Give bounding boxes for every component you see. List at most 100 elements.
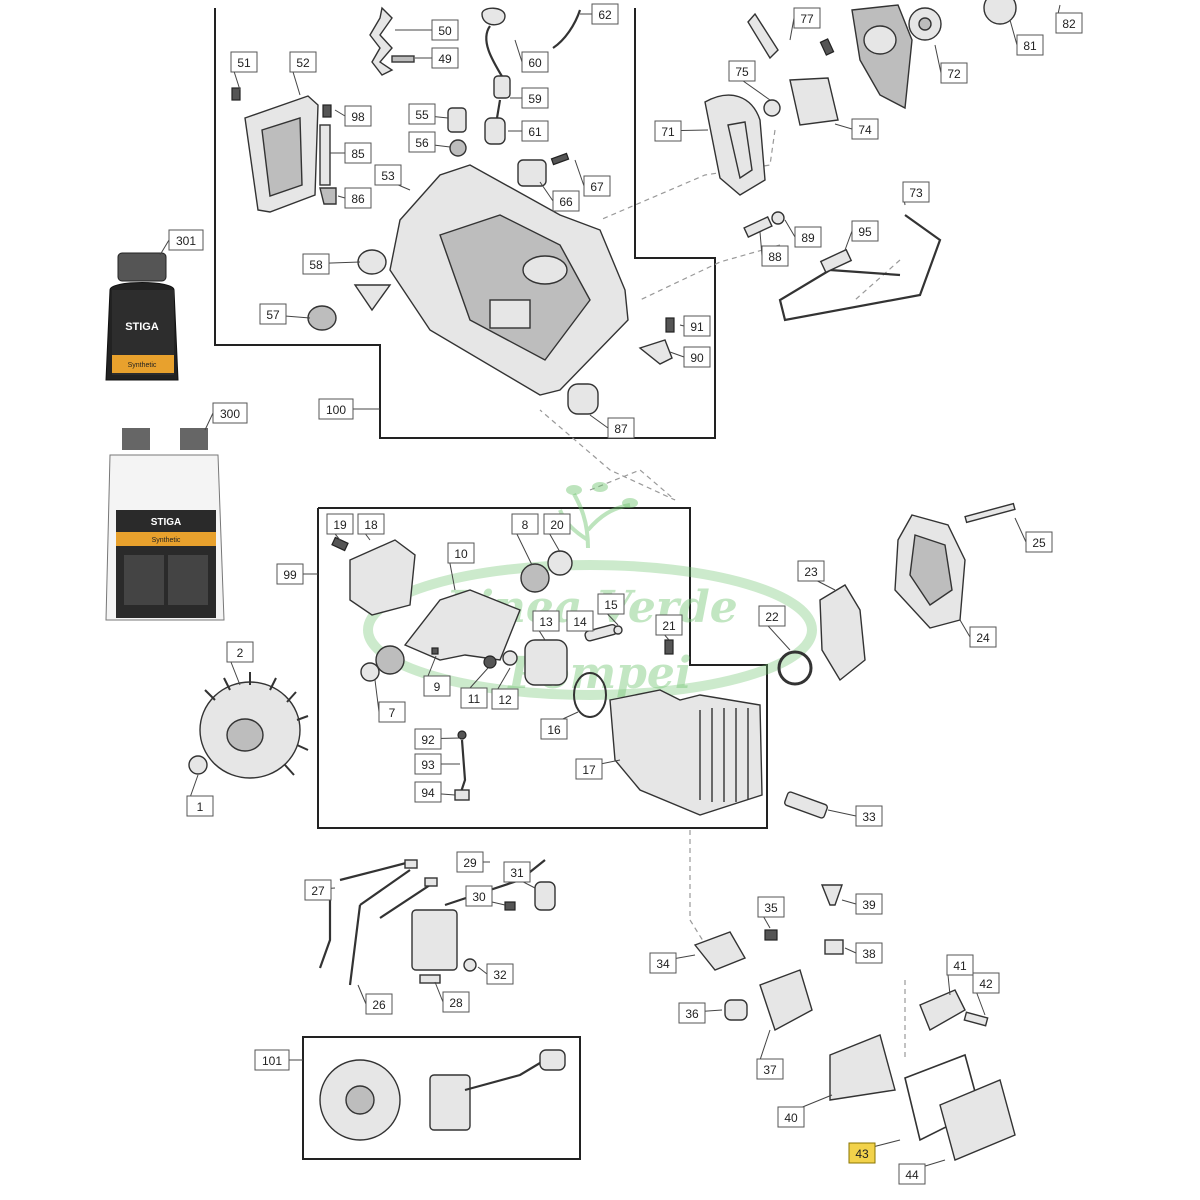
callout-number: 30: [472, 890, 486, 904]
small-bottle-label: Synthetic: [128, 362, 157, 369]
callout-number: 37: [763, 1063, 777, 1077]
callout-number: 15: [604, 598, 618, 612]
callout-100: 100: [318, 398, 380, 420]
callout-box: [683, 315, 711, 337]
callout-box: [757, 896, 785, 918]
callout-box: [655, 614, 683, 636]
callout-box: [728, 60, 756, 82]
callout-number: 21: [662, 619, 676, 633]
callout-leader: [574, 159, 585, 187]
large-bottle-label: Synthetic: [152, 537, 181, 544]
callout-box: [168, 229, 204, 251]
callout-number: 93: [421, 758, 435, 772]
callout-box: [521, 87, 549, 109]
callout-number: 12: [498, 693, 512, 707]
callout-number: 38: [862, 947, 876, 961]
part-59-drawing: [485, 25, 504, 79]
callout-box: [460, 687, 488, 709]
part-56-drawing: [449, 139, 467, 157]
callout-number: 17: [582, 763, 596, 777]
callout-number: 10: [454, 547, 468, 561]
callout-55: 55: [408, 103, 449, 125]
callout-box: [940, 62, 968, 84]
part-25-drawing: [964, 502, 1016, 524]
callout-number: 60: [528, 56, 542, 70]
callout-13: 13: [532, 610, 560, 641]
part-42-drawing: [963, 1011, 989, 1027]
callout-number: 98: [351, 110, 365, 124]
callout-67: 67: [574, 159, 611, 197]
callout-77: 77: [789, 7, 821, 41]
callout-number: 92: [421, 733, 435, 747]
callout-number: 11: [468, 692, 481, 706]
callout-leader: [374, 679, 380, 713]
callout-number: 32: [493, 968, 507, 982]
callout-box: [318, 398, 354, 420]
callout-leader: [1009, 19, 1018, 46]
part-18-drawing: [349, 539, 416, 616]
callout-51: 51: [230, 51, 258, 91]
callout-box: [414, 781, 442, 803]
callout-box: [583, 175, 611, 197]
callout-34: 34: [649, 952, 696, 974]
callout-number: 90: [690, 351, 704, 365]
callout-number: 8: [522, 518, 529, 532]
callout-leader: [334, 109, 346, 117]
part-85-drawing: [319, 124, 331, 186]
callout-box: [503, 861, 531, 883]
callout-box: [797, 560, 825, 582]
part-16-drawing: [573, 672, 607, 718]
callout-box: [855, 893, 883, 915]
part-55-drawing: [447, 107, 467, 133]
callout-81: 81: [1009, 19, 1044, 56]
callout-38: 38: [844, 942, 883, 964]
callout-box: [851, 118, 879, 140]
callout-99: 99: [276, 563, 318, 585]
callout-leader: [337, 195, 346, 199]
part-21-drawing: [664, 639, 674, 655]
part-40-drawing: [829, 1034, 896, 1101]
callout-53: 53: [374, 164, 411, 191]
callout-leader: [477, 966, 488, 975]
part-9-drawing: [431, 647, 439, 655]
callout-number: 51: [237, 56, 251, 70]
part-61-drawing: [484, 117, 506, 145]
callout-58: 58: [302, 253, 361, 275]
large-bottle-brand: STIGA: [151, 517, 182, 528]
callout-21: 21: [655, 614, 683, 641]
callout-82: 82: [1055, 4, 1083, 34]
callout-1: 1: [186, 774, 214, 817]
part-1-drawing: [188, 755, 208, 775]
callout-number: 95: [858, 225, 872, 239]
callout-52: 52: [289, 51, 317, 96]
callout-32: 32: [477, 963, 514, 985]
callout-35: 35: [757, 896, 785, 929]
part-87-drawing: [567, 383, 599, 415]
callout-box: [761, 245, 789, 267]
part-30-drawing: [504, 901, 516, 911]
callout-20: 20: [543, 513, 571, 553]
callout-number: 28: [449, 996, 463, 1010]
callout-22: 22: [758, 605, 791, 651]
callout-92: 92: [414, 728, 461, 750]
part-8-drawing-bottom: [375, 645, 405, 675]
callout-box: [447, 542, 475, 564]
callout-11: 11: [460, 667, 489, 709]
callout-300: 300: [204, 402, 248, 431]
callout-box: [442, 991, 470, 1013]
callout-40: 40: [777, 1094, 833, 1128]
callout-number: 55: [415, 108, 429, 122]
callout-box: [591, 3, 619, 25]
callout-42: 42: [972, 972, 1000, 1016]
callout-7: 7: [374, 679, 406, 723]
callout-box: [486, 963, 514, 985]
callout-number: 73: [909, 186, 923, 200]
callout-box: [465, 885, 493, 907]
callout-box: [344, 105, 372, 127]
part-27-drawing: [339, 860, 411, 882]
part-7-drawing: [360, 662, 380, 682]
callout-50: 50: [395, 19, 459, 41]
callout-leader: [959, 619, 971, 638]
